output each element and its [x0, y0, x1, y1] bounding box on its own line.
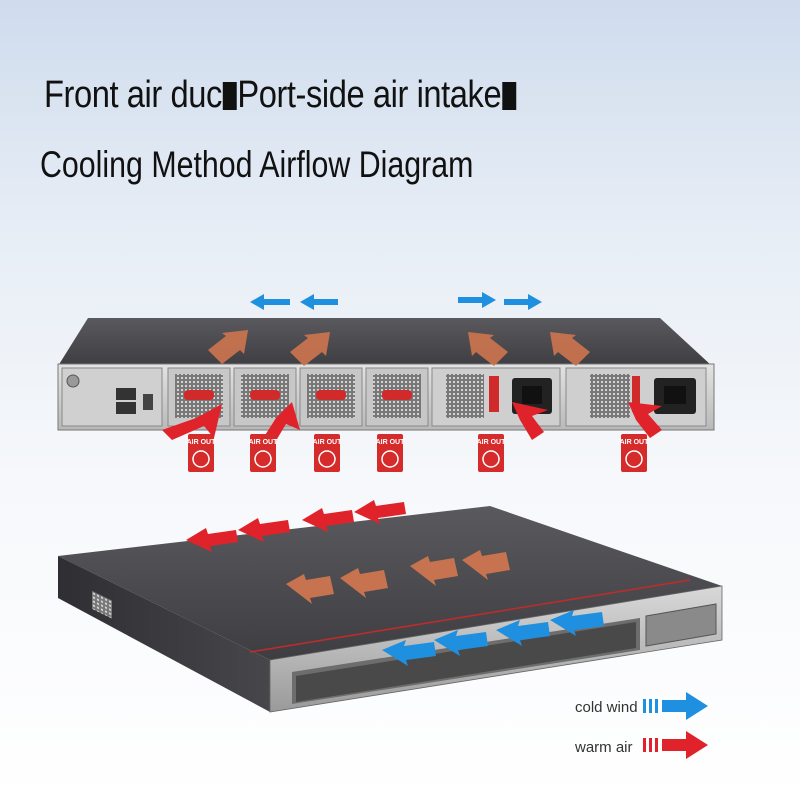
warm-air-arrow [186, 528, 238, 552]
cold-air-arrow [458, 292, 496, 308]
cold-air-arrow [382, 640, 436, 666]
cold-air-arrow [250, 294, 290, 310]
legend-warm: warm air [574, 731, 708, 759]
front-switch-side [58, 556, 270, 712]
side-vent [92, 590, 112, 619]
headline-part-a: Front air duc [44, 74, 222, 116]
missing-glyph-icon [222, 82, 237, 110]
fan-module [233, 367, 297, 427]
air-out-label: AIR OUT [620, 439, 650, 446]
subtitle: Cooling Method Airflow Diagram [40, 144, 474, 185]
front-warm-air-arrows [186, 500, 406, 552]
cold-air-arrow [504, 294, 542, 310]
internal-flow-arrow [340, 568, 388, 598]
air-out-tag: AIR OUT [620, 434, 650, 472]
front-switch [58, 506, 723, 713]
air-out-tag: AIR OUT [313, 434, 343, 472]
cold-wind-arrow-icon [662, 692, 708, 720]
warm-air-arrow [512, 402, 548, 440]
air-out-tag: AIR OUT [249, 434, 279, 472]
air-out-label: AIR OUT [249, 439, 279, 446]
warm-air-arrow [628, 402, 662, 438]
warm-air-exhaust-arrows [162, 402, 662, 444]
front-cold-air-arrows [382, 610, 604, 666]
cold-air-intake-arrows [250, 292, 542, 310]
internal-flow-arrow [286, 574, 334, 604]
air-out-label: AIR OUT [477, 439, 507, 446]
mgmt-port [116, 402, 136, 414]
warm-air-arrow [302, 508, 354, 532]
internal-flow-arrow [462, 550, 510, 580]
thermal-divider-line [249, 579, 691, 653]
ground-screw-icon [66, 374, 80, 388]
cold-air-arrow [434, 630, 488, 656]
warm-air-arrow-icon [662, 731, 708, 759]
headline: Front air duc Port-side air intake [44, 74, 517, 117]
fan-module [299, 367, 363, 427]
uplink-ports [645, 603, 717, 647]
internal-flow-arrow [468, 332, 508, 366]
internal-flow-arrow [290, 332, 330, 366]
air-out-tag: AIR OUT [187, 434, 217, 472]
warm-air-arrow [238, 518, 290, 542]
warm-air-arrow [262, 402, 300, 444]
front-internal-airflow-arrows [286, 550, 510, 604]
port-block [292, 603, 717, 704]
fan-module [365, 367, 429, 427]
air-out-tag: AIR OUT [477, 434, 507, 472]
usb-port [143, 394, 153, 410]
cold-air-arrow [496, 620, 550, 646]
internal-flow-arrow [208, 330, 248, 364]
missing-glyph-icon [502, 82, 516, 110]
warm-air-arrow [354, 500, 406, 524]
legend-warm-label: warm air [574, 739, 633, 756]
legend: cold wind warm air [574, 692, 708, 759]
cold-air-arrow [550, 610, 604, 636]
power-supply-module [431, 367, 561, 427]
air-out-tag: AIR OUT [376, 434, 406, 472]
headline-part-b: Port-side air intake [237, 74, 502, 116]
warm-air-arrow [162, 404, 222, 440]
air-out-tags: AIR OUT AIR OUT AIR OUT AIR OUT AIR OUT … [187, 434, 650, 472]
fan-module [167, 367, 231, 427]
console-port [116, 388, 136, 400]
air-out-label: AIR OUT [313, 439, 343, 446]
air-out-label: AIR OUT [376, 439, 406, 446]
legend-cold-label: cold wind [575, 699, 638, 716]
internal-airflow-arrows [208, 330, 590, 366]
internal-flow-arrow [410, 556, 458, 586]
air-out-label: AIR OUT [187, 439, 217, 446]
front-switch-top [58, 506, 722, 660]
cold-air-arrow [300, 294, 338, 310]
rear-switch [57, 318, 715, 431]
legend-cold: cold wind [575, 692, 708, 720]
internal-flow-arrow [550, 332, 590, 366]
rear-switch-top [58, 318, 712, 366]
